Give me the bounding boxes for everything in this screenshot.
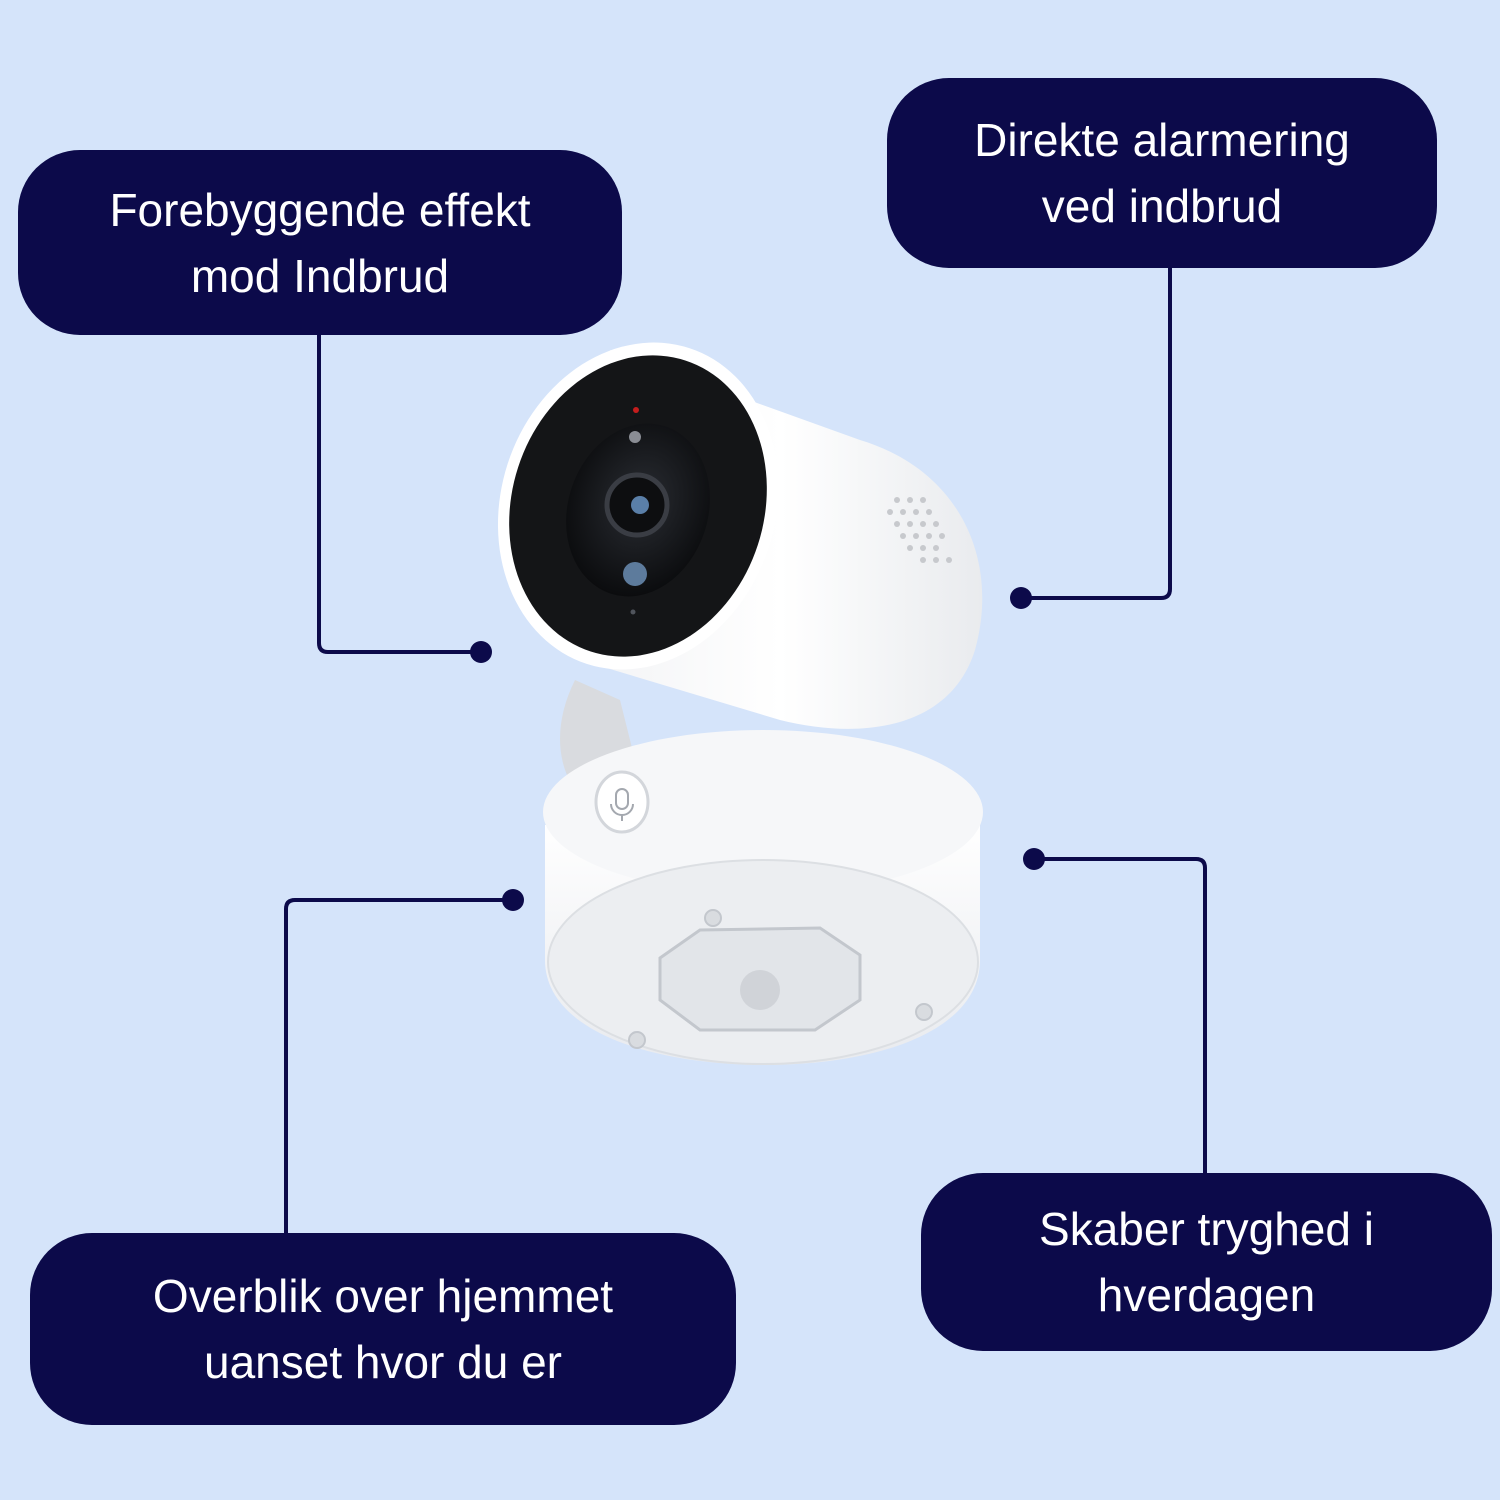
callout-everyday-safety: Skaber tryghed i hverdagen [921,1173,1492,1351]
connector-2 [1021,268,1172,600]
callout-line: Forebyggende effekt [109,183,531,236]
status-led [633,407,639,413]
callout-line: mod Indbrud [190,249,450,302]
connector-dot-1 [470,641,492,663]
callout-direct-alarm: Direkte alarmering ved indbrud [887,78,1437,268]
callout-line: uanset hvor du er [203,1336,562,1388]
ir-sensor [623,562,647,586]
connector-3 [284,898,513,1233]
camera-base-top [543,730,983,894]
connector-dot-4 [1023,848,1045,870]
callout-preventive-effect: Forebyggende effekt mod Indbrud [18,150,622,335]
connector-4 [1034,857,1207,1173]
speaker-grille [887,497,952,563]
callout-line: Skaber tryghed i [1039,1203,1374,1255]
callout-home-overview: Overblik over hjemmet uanset hvor du er [30,1233,736,1425]
callout-line: Direkte alarmering [974,114,1350,166]
callout-line: Overblik over hjemmet [152,1270,614,1322]
callout-line: hverdagen [1097,1269,1316,1321]
microphone-icon [594,770,650,834]
callout-line: ved indbrud [1041,180,1283,232]
connector-1 [317,335,481,654]
connector-dot-3 [502,889,524,911]
connector-dot-2 [1010,587,1032,609]
